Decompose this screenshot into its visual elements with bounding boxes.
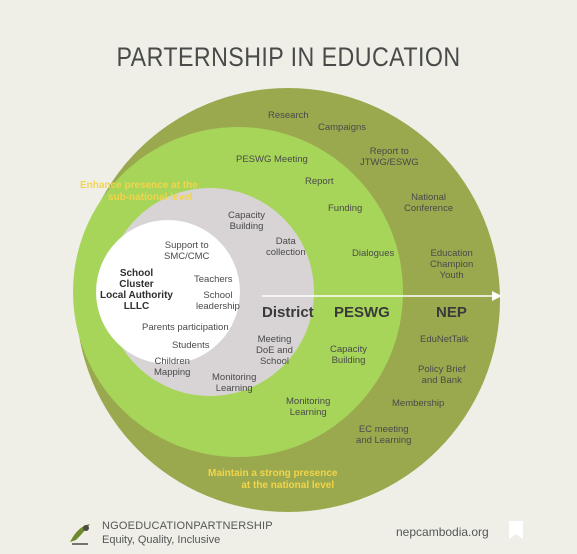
district-meeting-label: Meeting DoE and School [256,334,293,367]
org-name: NGOEDUCATIONPARTNERSHIP [102,520,273,532]
org-tagline: Equity, Quality, Inclusive [102,534,221,546]
national-line1: Maintain a strong presence [208,468,338,479]
support-smc-label: Support to SMC/CMC [164,240,210,262]
parents-participation-label: Parents participation [142,322,229,333]
nep-education-champion-label: Education Champion Youth [430,248,474,281]
teachers-label: Teachers [194,274,233,285]
website-link[interactable]: nepcambodia.org [396,525,489,539]
nep-report-to-label: Report to JTWG/ESWG [360,146,419,168]
nep-edunettalk-label: EduNetTalk [420,334,469,345]
nep-label: NEP [436,304,467,321]
national-line2: at the national level [241,480,335,491]
nep-campaigns-label: Campaigns [318,122,367,133]
nep-national-conference-label: National Conference [404,192,454,214]
peswg-label: PESWG [334,304,390,321]
nep-policy-brief-label: Policy Brief and Bank [418,364,466,386]
district-label: District [262,304,314,321]
peswg-funding-label: Funding [328,203,363,214]
children-mapping-label: Children Mapping [154,356,191,378]
nep-membership-label: Membership [392,398,445,409]
page-title: PARTERNSHIP IN EDUCATION [116,42,461,72]
sub-national-note: Enhance presence at the sub-national lev… [80,180,198,204]
nep-ec-meeting-label: EC meeting and Learning [356,424,412,446]
sub-national-line1: Enhance presence at the [80,180,198,191]
district-monitoring-label: Monitoring Learning [212,372,257,394]
district-data-label: Data collection [266,236,306,258]
peswg-capacity-label: Capacity Building [330,344,367,366]
peswg-dialogues-label: Dialogues [352,248,395,259]
sub-national-line2: sub-national level [108,192,193,203]
school-cluster-label: School Cluster Local Authority LLLC [100,268,173,312]
bookmark-icon [509,521,523,539]
students-label: Students [172,340,210,351]
national-note: Maintain a strong presence at the nation… [208,468,337,492]
peswg-report-label: Report [305,176,334,187]
school-core [96,220,240,364]
district-capacity-label: Capacity Building [228,210,265,232]
school-leadership-label: School leadership [196,290,240,312]
peswg-monitoring-label: Monitoring Learning [286,396,331,418]
arrow-head [492,291,502,301]
nep-research-label: Research [268,110,309,121]
peswg-meeting-label: PESWG Meeting [236,154,308,165]
nep-logo [70,524,90,545]
